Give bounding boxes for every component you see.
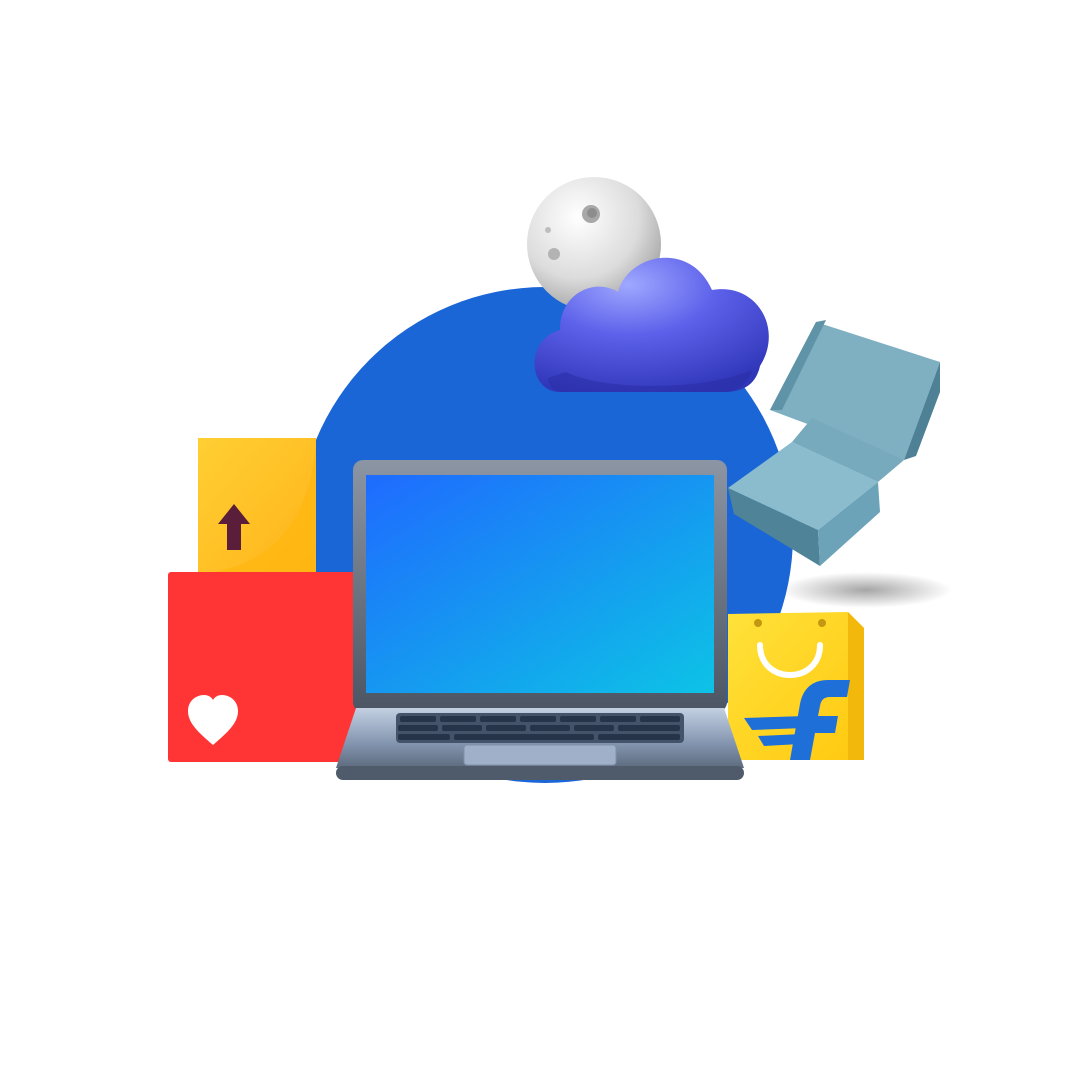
up-arrow-icon: [218, 504, 250, 550]
trackpad: [463, 744, 617, 766]
cloud-icon: [534, 257, 769, 392]
open-box-icon: [728, 320, 940, 566]
open-box-shadow: [780, 572, 952, 608]
shopping-bag-icon: [728, 612, 864, 760]
flipkart-f-logo: [744, 680, 850, 760]
red-box: [168, 572, 358, 762]
laptop-icon: [336, 460, 744, 780]
heart-icon: [188, 695, 238, 745]
laptop-screen: [366, 475, 714, 693]
yellow-box: [198, 438, 316, 574]
keyboard: [396, 713, 684, 743]
